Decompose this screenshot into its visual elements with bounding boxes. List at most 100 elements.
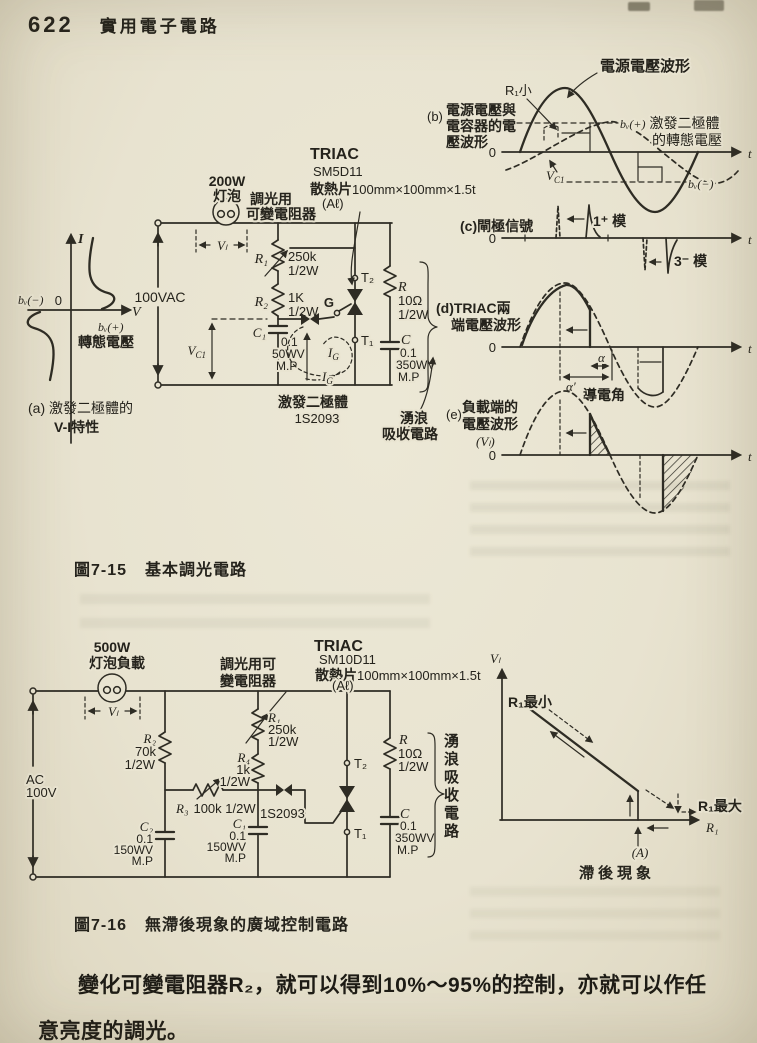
mode-1-plus-label: 1⁺ 模 <box>593 213 627 229</box>
source-voltage-label: 100VAC <box>134 289 185 305</box>
gate-pulse-solid-pos <box>585 204 601 239</box>
dimmer-label-line1: 調光用 <box>250 191 292 207</box>
gate-current-loop <box>287 326 353 381</box>
r4-label: R₄ <box>237 750 251 765</box>
vl-measure <box>84 696 141 720</box>
c1-value: 0.1 <box>229 829 246 843</box>
heatsink-spec: 散熱片100mm×100mm×1.5t <box>315 667 481 683</box>
wiring <box>152 219 393 389</box>
snubber-brace <box>427 732 445 858</box>
triac-model: SM10D11 <box>319 652 376 667</box>
wave-e-label-line2: 電壓波形 <box>462 416 518 432</box>
figure-7-16-number: 圖7-16 <box>74 917 128 934</box>
supply-sine <box>518 86 700 214</box>
wave-c-zero: 0 <box>489 231 496 246</box>
gate-pulse-dashed-neg <box>642 237 648 271</box>
diac-model-label: 1S2093 <box>295 411 340 426</box>
r1-label: R₁ <box>267 710 280 725</box>
resistor-r1 <box>245 690 287 755</box>
r2-label: R₂ <box>143 731 157 746</box>
waveform-b: 0 t 電源電壓波形 R₁小 bᵥ(+)激發二極體 的轉態電壓 bᵥ(−) VC… <box>427 55 752 214</box>
dimmer-label-line1: 調光用可 <box>220 656 276 672</box>
gate-pulse-dashed-pos <box>555 205 561 239</box>
r2-value: 70k <box>135 744 156 759</box>
capacitor-c1 <box>247 825 269 878</box>
capacitor-c1 <box>267 324 289 386</box>
point-a-label: (A) <box>632 845 649 860</box>
snubber-c-value: 0.1 <box>400 346 417 360</box>
t2-terminal-label: T₂ <box>361 270 374 285</box>
diac-model-label: 1S2093 <box>260 806 305 821</box>
vc1-measure <box>208 318 268 380</box>
c1-wv: 150WV <box>207 840 246 854</box>
wave-b-label-line2: 電容器的電 <box>446 118 516 134</box>
surge-label-line2: 吸收電路 <box>382 426 439 442</box>
hysteresis-x-axis-label: R₁ <box>705 820 718 835</box>
surge-absorber-label-vertical: 湧浪吸收電路 <box>442 733 459 841</box>
snubber-c-wv: 350WV <box>396 358 435 372</box>
bv-pos-line-label: bᵥ(+)激發二極體 <box>620 115 719 131</box>
wave-c-label: (c)閘極信號 <box>460 218 533 234</box>
figure-7-15-number: 圖7-15 <box>74 562 128 579</box>
t1-terminal-label: T₁ <box>361 333 374 348</box>
waveform-e: 0 t (e) 負載端的 電壓波形 (Vₗ) <box>446 390 752 514</box>
snubber-brace <box>419 261 438 393</box>
snubber-r-value: 10Ω <box>398 293 422 308</box>
resistor-r2 <box>158 690 172 833</box>
diac-symbol <box>277 303 352 325</box>
vl-label: Vₗ <box>217 238 228 253</box>
supply-waveform-title: 電源電壓波形 <box>600 57 690 75</box>
c1-label: C₁ <box>253 325 266 340</box>
title-arrow <box>567 72 598 99</box>
wave-e-label-line1: 負載端的 <box>462 399 518 415</box>
origin-label: 0 <box>55 293 62 308</box>
graph-a-caption-line2: V-I特性 <box>54 419 99 435</box>
bv-pos-line2-label: 的轉態電壓 <box>652 132 722 148</box>
snubber-r-value: 10Ω <box>398 746 422 761</box>
vl-label: Vₗ <box>108 704 119 719</box>
snubber-r-label: R <box>398 733 408 748</box>
r1-wattage: 1/2W <box>288 263 319 278</box>
lamp-power-label: 500W <box>94 639 131 655</box>
c1-type: M.P <box>225 851 246 865</box>
gate-pulse-solid-neg <box>665 237 678 274</box>
conduction-area-negative <box>663 455 698 511</box>
snubber-c-label: C <box>401 333 411 348</box>
r1-value: 250k <box>288 249 317 264</box>
snubber-c-wv: 350WV <box>395 831 434 845</box>
waveform-c: 0 t 1⁺ 模 3⁻ 模 (c)閘極信號 <box>460 204 752 274</box>
breakover-voltage-label: 轉態電壓 <box>78 334 134 350</box>
lamp-power-label: 200W <box>209 173 246 189</box>
r1-max-label: R₁最大 <box>698 798 742 814</box>
mode-3-minus-label: 3⁻ 模 <box>674 253 708 269</box>
lamp-name-label: 灯泡 <box>213 188 241 204</box>
snubber-r-wattage: 1/2W <box>398 759 429 774</box>
resistor-r3 <box>164 777 259 800</box>
wave-d-t: t <box>748 341 752 356</box>
diac-curve-positive <box>88 236 116 311</box>
conduction-arc <box>637 387 664 397</box>
t1-terminal-label: T₁ <box>354 826 367 841</box>
resistor-r2 <box>271 283 285 327</box>
wave-e-t: t <box>748 449 752 464</box>
wave-d-label-line2: 端電壓波形 <box>451 317 521 333</box>
wave-b-vc1-label: VC1 <box>546 168 564 185</box>
hysteresis-main-line <box>520 701 640 793</box>
heatsink-material: (Aℓ) <box>322 196 344 211</box>
c1-value: 0.1 <box>281 335 298 349</box>
r1-label: R₁ <box>254 252 268 267</box>
wave-b-zero: 0 <box>489 145 496 160</box>
source-ac-label: AC <box>26 772 44 787</box>
r4-wattage: 1/2W <box>220 774 251 789</box>
hysteresis-caption: 滯後現象 <box>579 864 655 882</box>
snubber-r-wattage: 1/2W <box>398 307 429 322</box>
resistor-r1 <box>264 222 356 285</box>
wave-d-zero: 0 <box>489 340 496 355</box>
lamp-name-label: 灯泡負載 <box>89 655 145 671</box>
alpha-label: α <box>598 350 606 365</box>
snubber-c-type: M.P <box>398 370 419 384</box>
lamp-symbol <box>97 673 127 703</box>
graph-a-caption-line1: (a) 激發二極體的 <box>28 400 133 416</box>
